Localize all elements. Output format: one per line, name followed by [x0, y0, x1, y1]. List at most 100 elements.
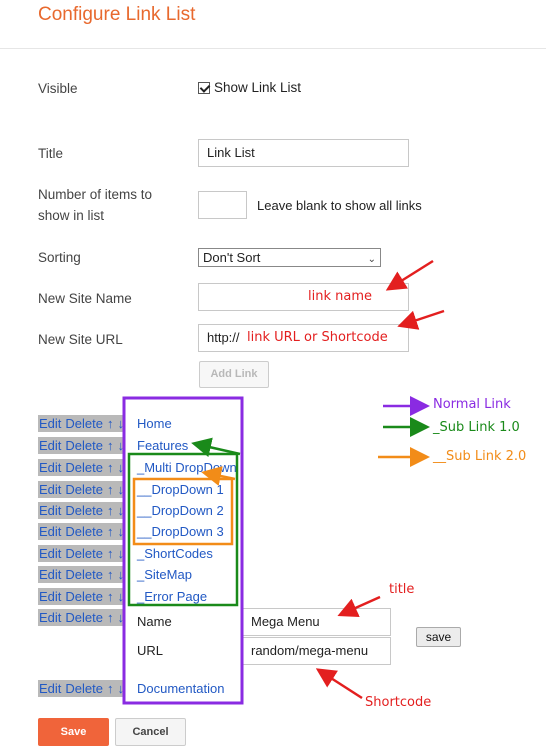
- link-item-home[interactable]: Home: [137, 416, 172, 431]
- edit-link[interactable]: Edit: [39, 610, 62, 625]
- save-button[interactable]: Save: [38, 718, 109, 746]
- move-up-link[interactable]: ↑: [106, 610, 114, 625]
- sub-link-2-box: [132, 477, 234, 546]
- move-down-link[interactable]: ↓: [117, 460, 124, 475]
- sorting-selected-value: Don't Sort: [203, 250, 261, 265]
- link-item-features[interactable]: Features: [137, 438, 189, 453]
- link-url-arrow: [397, 309, 445, 330]
- move-up-link[interactable]: ↑: [106, 546, 114, 561]
- sorting-select[interactable]: Don't Sort ⌄: [198, 248, 381, 267]
- add-link-button[interactable]: Add Link: [199, 361, 269, 388]
- title-label: Title: [38, 146, 64, 161]
- move-up-link[interactable]: ↑: [106, 416, 114, 431]
- move-down-link[interactable]: ↓: [117, 482, 124, 497]
- delete-link[interactable]: Delete: [65, 438, 103, 453]
- link-item-shortcodes[interactable]: _ShortCodes: [137, 546, 213, 561]
- move-up-link[interactable]: ↑: [106, 438, 114, 453]
- items-label-line2: show in list: [38, 208, 105, 223]
- delete-link[interactable]: Delete: [65, 681, 103, 696]
- move-up-link[interactable]: ↑: [106, 681, 114, 696]
- move-up-link[interactable]: ↑: [106, 589, 114, 604]
- edit-link[interactable]: Edit: [39, 416, 62, 431]
- edit-link[interactable]: Edit: [39, 460, 62, 475]
- sorting-label: Sorting: [38, 250, 81, 265]
- visible-label: Visible: [38, 81, 78, 96]
- shortcode-annotation: Shortcode: [365, 695, 432, 710]
- delete-link[interactable]: Delete: [65, 503, 103, 518]
- edit-url-label: URL: [137, 643, 164, 658]
- delete-link[interactable]: Delete: [65, 546, 103, 561]
- show-link-list-label: Show Link List: [214, 80, 302, 95]
- delete-link[interactable]: Delete: [65, 610, 103, 625]
- title-arrow: [337, 595, 381, 618]
- move-up-link[interactable]: ↑: [106, 524, 114, 539]
- move-up-link[interactable]: ↑: [106, 567, 114, 582]
- link-name-annotation: link name: [308, 289, 372, 304]
- page-title: Configure Link List: [38, 4, 196, 25]
- show-link-list-option[interactable]: Show Link List: [198, 80, 301, 95]
- move-down-link[interactable]: ↓: [117, 567, 124, 582]
- link-item-sitemap[interactable]: _SiteMap: [137, 567, 192, 582]
- title-input[interactable]: Link List: [198, 139, 409, 167]
- move-up-link[interactable]: ↑: [106, 482, 114, 497]
- link-item-dropdown-2[interactable]: __DropDown 2: [137, 503, 224, 518]
- shortcode-arrow: [315, 668, 363, 700]
- move-down-link[interactable]: ↓: [117, 546, 124, 561]
- move-down-link[interactable]: ↓: [117, 438, 124, 453]
- multi-dropdown-arrow: [201, 466, 236, 486]
- edit-name-label: Name: [137, 614, 172, 629]
- move-down-link[interactable]: ↓: [117, 503, 124, 518]
- new-site-name-input[interactable]: [198, 283, 409, 311]
- link-item-dropdown-3[interactable]: __DropDown 3: [137, 524, 224, 539]
- move-down-link[interactable]: ↓: [117, 681, 124, 696]
- show-link-list-checkbox[interactable]: [198, 81, 210, 94]
- cancel-button[interactable]: Cancel: [115, 718, 186, 746]
- edit-url-input[interactable]: random/mega-menu: [242, 637, 391, 665]
- edit-name-input[interactable]: Mega Menu: [242, 608, 391, 636]
- delete-link[interactable]: Delete: [65, 460, 103, 475]
- chevron-down-icon: ⌄: [367, 254, 376, 265]
- sub-link-1-legend: _Sub Link 1.0: [433, 420, 520, 435]
- edit-link[interactable]: Edit: [39, 546, 62, 561]
- move-up-link[interactable]: ↑: [106, 460, 114, 475]
- edit-link[interactable]: Edit: [39, 681, 62, 696]
- move-up-link[interactable]: ↑: [106, 503, 114, 518]
- edit-link[interactable]: Edit: [39, 589, 62, 604]
- link-item-error-page[interactable]: _Error Page: [137, 589, 208, 604]
- sub-link-1-box: [127, 452, 239, 607]
- delete-link[interactable]: Delete: [65, 416, 103, 431]
- edit-link[interactable]: Edit: [39, 567, 62, 582]
- link-name-arrow: [385, 259, 434, 291]
- items-label-line1: Number of items to: [38, 187, 153, 202]
- move-down-link[interactable]: ↓: [117, 416, 124, 431]
- new-site-url-input[interactable]: http://: [198, 324, 409, 352]
- edit-link[interactable]: Edit: [39, 524, 62, 539]
- delete-link[interactable]: Delete: [65, 589, 103, 604]
- edit-link[interactable]: Edit: [39, 503, 62, 518]
- items-count-input[interactable]: [198, 191, 247, 219]
- delete-link[interactable]: Delete: [65, 524, 103, 539]
- move-down-link[interactable]: ↓: [117, 610, 124, 625]
- normal-link-legend: Normal Link: [433, 397, 511, 412]
- edit-link[interactable]: Edit: [39, 482, 62, 497]
- title-annotation: title: [389, 582, 415, 597]
- move-down-link[interactable]: ↓: [117, 589, 124, 604]
- normal-link-box: [122, 396, 244, 705]
- link-item-documentation[interactable]: Documentation: [137, 681, 225, 696]
- delete-link[interactable]: Delete: [65, 482, 103, 497]
- move-down-link[interactable]: ↓: [117, 524, 124, 539]
- edit-link[interactable]: Edit: [39, 438, 62, 453]
- edit-save-button[interactable]: save: [416, 627, 461, 647]
- delete-link[interactable]: Delete: [65, 567, 103, 582]
